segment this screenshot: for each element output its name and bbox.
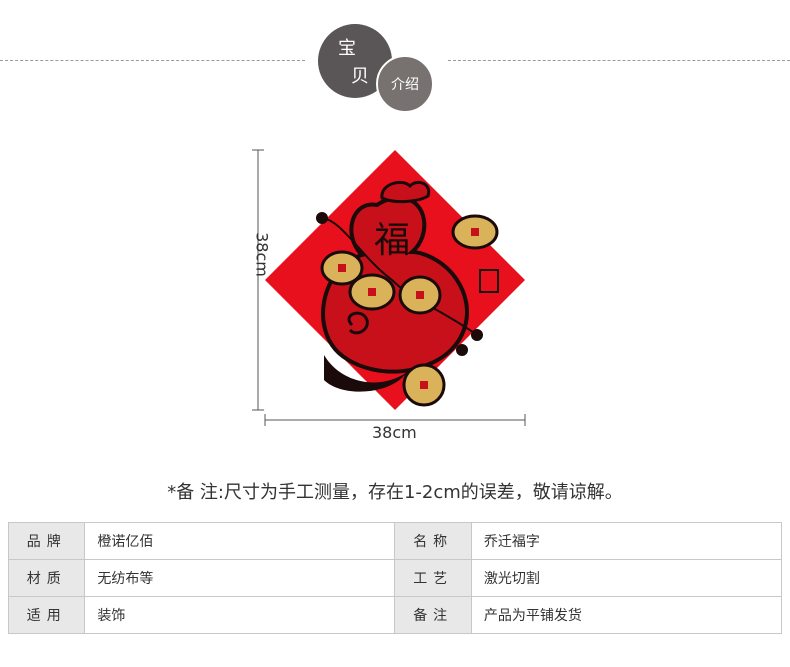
badge-char-1: 宝 bbox=[338, 38, 356, 59]
bead bbox=[456, 344, 468, 356]
spec-value: 装饰 bbox=[84, 596, 396, 634]
coin bbox=[320, 214, 499, 407]
product-svg: 福 bbox=[252, 149, 526, 426]
spec-value: 激光切割 bbox=[470, 559, 783, 597]
spec-value: 无纺布等 bbox=[84, 559, 396, 597]
spec-label: 备注 bbox=[394, 596, 472, 634]
spec-value: 乔迁福字 bbox=[470, 522, 783, 560]
coin-hole bbox=[338, 264, 346, 272]
section-badge-small: 介绍 bbox=[376, 55, 434, 113]
section-badge: 宝 贝 bbox=[318, 24, 392, 98]
table-row: 品牌 橙诺亿佰 名称 乔迁福字 bbox=[7, 522, 783, 560]
measurement-note: *备 注:尺寸为手工测量，存在1-2cm的误差，敬请谅解。 bbox=[167, 482, 623, 503]
spec-label: 名称 bbox=[394, 522, 472, 560]
coin-hole bbox=[471, 228, 479, 236]
coin-string bbox=[321, 217, 478, 336]
width-label: 38cm bbox=[372, 423, 417, 442]
table-row: 适用 装饰 备注 产品为平铺发货 bbox=[7, 596, 783, 634]
badge-char-2: 贝 bbox=[351, 66, 369, 87]
spec-label: 品牌 bbox=[7, 522, 86, 560]
swirl-pattern bbox=[347, 311, 369, 335]
coin-hole bbox=[420, 381, 428, 389]
gourd-cap bbox=[380, 180, 431, 204]
bead bbox=[471, 329, 483, 341]
coin-hole bbox=[416, 291, 424, 299]
table-row: 材质 无纺布等 工艺 激光切割 bbox=[7, 559, 783, 597]
height-label: 38cm bbox=[252, 232, 272, 277]
product-illustration: 福 38cm 38cm bbox=[232, 140, 552, 450]
coin-hole bbox=[368, 288, 376, 296]
divider-left bbox=[0, 60, 305, 61]
spec-label: 适用 bbox=[7, 596, 86, 634]
spec-label: 工艺 bbox=[394, 559, 472, 597]
spec-table: 品牌 橙诺亿佰 名称 乔迁福字 材质 无纺布等 工艺 激光切割 适用 装饰 备注… bbox=[7, 522, 783, 634]
fu-character: 福 bbox=[374, 220, 410, 261]
spec-label: 材质 bbox=[7, 559, 86, 597]
gourd-ribbon bbox=[324, 355, 407, 392]
divider-right bbox=[448, 60, 790, 61]
spec-value: 产品为平铺发货 bbox=[470, 596, 783, 634]
bead bbox=[316, 212, 328, 224]
spec-value: 橙诺亿佰 bbox=[84, 522, 396, 560]
seal-stamp bbox=[479, 269, 499, 293]
